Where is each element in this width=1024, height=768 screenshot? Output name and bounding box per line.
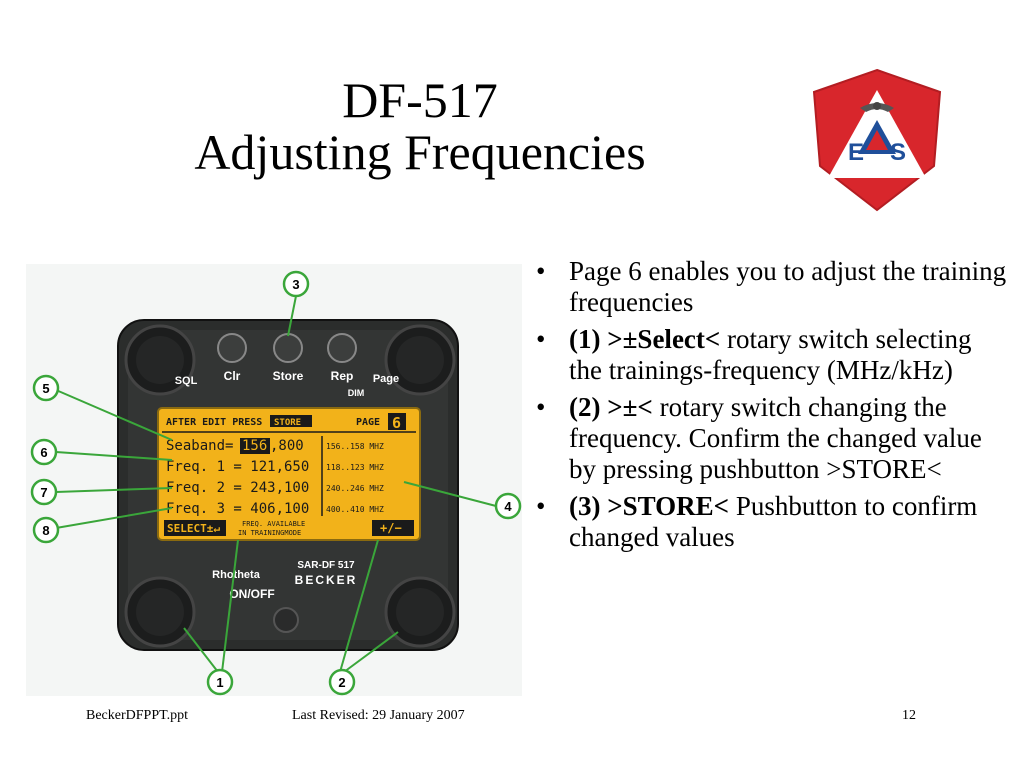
- bullet-list: •Page 6 enables you to adjust the traini…: [532, 256, 1010, 559]
- lcd-row-seaband-hi: 156: [242, 438, 267, 454]
- svg-text:1: 1: [216, 675, 223, 690]
- bullet-item: •(2) >±< rotary switch changing the freq…: [536, 392, 982, 484]
- page-label: Page: [373, 373, 399, 385]
- svg-text:8: 8: [42, 523, 49, 538]
- page-knob: [384, 324, 456, 396]
- store-label: Store: [273, 369, 304, 383]
- bullet-item: •(3) >STORE< Pushbutton to confirm chang…: [536, 491, 978, 552]
- svg-text:5: 5: [42, 381, 49, 396]
- lcd-page-number: 6: [392, 414, 401, 432]
- lcd-row-seaband-range: 156..158 MHZ: [326, 442, 384, 451]
- es-shield-logo: E S: [812, 68, 942, 212]
- lcd-row-seaband-lo: ,800: [270, 438, 304, 454]
- callout-6: 6: [30, 438, 58, 466]
- footer-filename: BeckerDFPPT.ppt: [86, 708, 189, 723]
- lcd-page-label: PAGE: [356, 417, 380, 428]
- store-button: [273, 333, 303, 363]
- onoff-label: ON/OFF: [229, 587, 274, 601]
- bullet-item: •(1) >±Select< rotary switch selecting t…: [536, 324, 972, 385]
- clr-label: Clr: [224, 369, 241, 383]
- svg-text:3: 3: [292, 277, 299, 292]
- lcd-row-freq2-range: 240..246 MHZ: [326, 484, 384, 493]
- callout-7: 7: [30, 478, 58, 506]
- svg-text:6: 6: [40, 445, 47, 460]
- lcd-screen: [157, 407, 421, 541]
- lcd-plusminus-tag: +/−: [380, 521, 402, 535]
- lcd-row-freq1: Freq. 1 = 121,650: [166, 459, 309, 475]
- lcd-header: AFTER EDIT PRESS: [166, 417, 262, 428]
- rep-button: [327, 333, 357, 363]
- brand-label: BECKER: [295, 573, 358, 587]
- sql-knob: [124, 324, 196, 396]
- rep-label: Rep: [331, 369, 354, 383]
- callout-8: 8: [32, 516, 60, 544]
- bullet-item: •Page 6 enables you to adjust the traini…: [536, 256, 1007, 317]
- bullet-dot: •: [536, 392, 546, 422]
- lcd-select-tag: SELECT±↵: [167, 522, 220, 535]
- callouts: 3 5 6 7 8 4 1 2: [30, 270, 522, 696]
- bullet-dot: •: [536, 491, 546, 521]
- footer-revised: Last Revised: 29 January 2007: [292, 708, 465, 723]
- lcd-row-freq3: Freq. 3 = 406,100: [166, 501, 309, 517]
- svg-text:2: 2: [338, 675, 345, 690]
- title-line-1: DF-517: [342, 72, 498, 128]
- lcd-row-freq3-range: 400..410 MHZ: [326, 505, 384, 514]
- lcd-footer-line2: IN TRAININGMODE: [238, 529, 301, 537]
- callout-3: 3: [282, 270, 310, 298]
- lcd-row-seaband-label: Seaband=: [166, 438, 233, 454]
- logo-letter-s: S: [890, 139, 906, 166]
- sql-label: SQL: [175, 375, 198, 387]
- title-line-2: Adjusting Frequencies: [194, 124, 646, 180]
- dim-label: DIM: [348, 388, 365, 398]
- svg-text:4: 4: [504, 499, 512, 514]
- rhotheta-label: Rhotheta: [212, 569, 261, 581]
- callout-5: 5: [32, 374, 60, 402]
- callout-2: 2: [328, 668, 356, 696]
- model-label: SAR-DF 517: [297, 560, 355, 571]
- plusminus-knob: [384, 576, 456, 648]
- select-knob: [124, 576, 196, 648]
- lcd-store-tag: STORE: [274, 418, 301, 428]
- logo-letter-e: E: [848, 139, 864, 166]
- clr-button: [217, 333, 247, 363]
- footer-page-number: 12: [902, 708, 916, 723]
- lcd-row-freq2: Freq. 2 = 243,100: [166, 480, 309, 496]
- df517-device-photo: Clr Store Rep SQL Page DIM AFTER EDIT PR…: [26, 264, 522, 696]
- svg-text:7: 7: [40, 485, 47, 500]
- lcd-row-freq1-range: 118..123 MHZ: [326, 463, 384, 472]
- slide-title: DF-517 Adjusting Frequencies: [100, 74, 740, 178]
- bullet-dot: •: [536, 324, 546, 354]
- callout-4: 4: [494, 492, 522, 520]
- lcd-footer-line1: FREQ. AVAILABLE: [242, 520, 305, 528]
- callout-1: 1: [206, 668, 234, 696]
- bullet-dot: •: [536, 256, 546, 286]
